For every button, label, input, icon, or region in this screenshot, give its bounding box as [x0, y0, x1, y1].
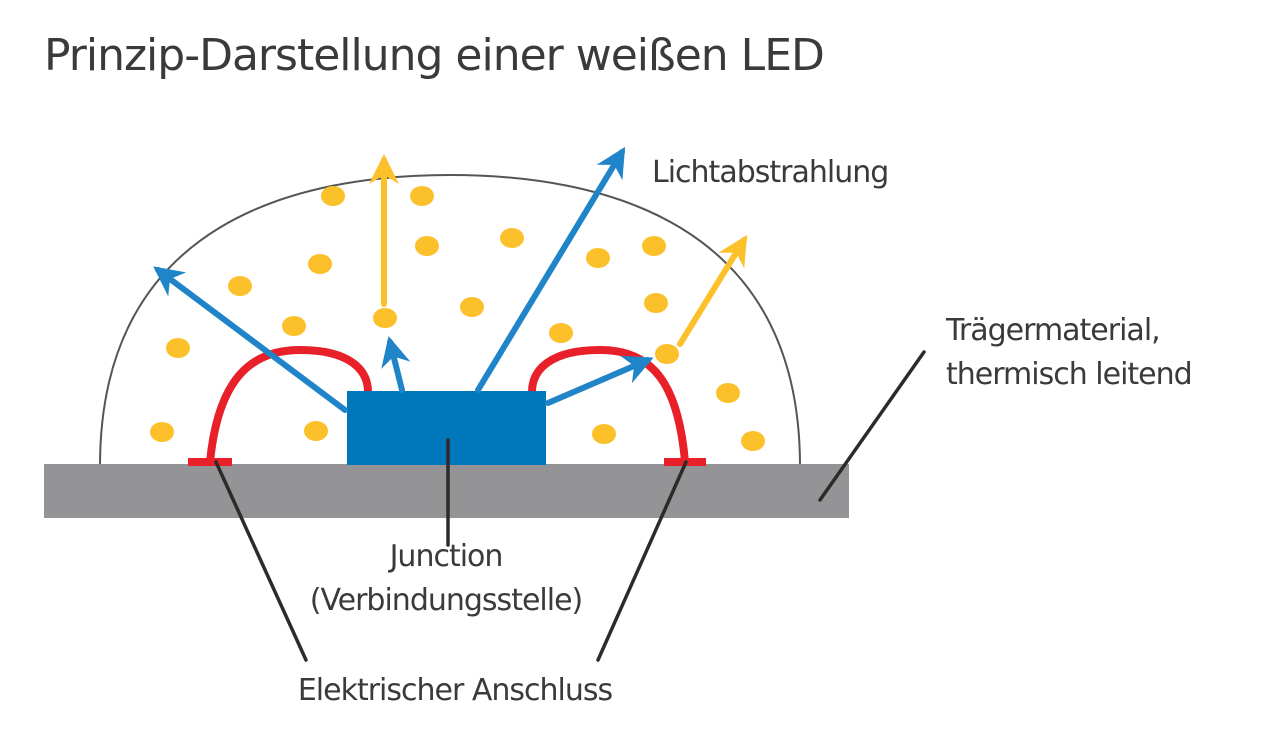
leader-lines	[214, 350, 926, 662]
yellow-ray-right	[677, 234, 748, 347]
blue-ray-upright	[475, 146, 626, 393]
phosphor-particles	[150, 186, 765, 451]
blue-ray-up	[381, 336, 411, 393]
light-rays	[153, 146, 748, 413]
blue-ray-right	[545, 355, 654, 406]
leader-connection-right	[596, 460, 688, 662]
diagram-title: Prinzip-Darstellung einer weißen LED	[44, 30, 825, 81]
blue-ray-left	[153, 266, 348, 413]
label-electrical-connection: Elektrischer Anschluss	[298, 673, 613, 708]
leader-connection-left	[214, 460, 308, 662]
label-junction-line1: Junction	[388, 539, 503, 574]
leader-substrate	[818, 350, 926, 502]
label-junction-line2: (Verbindungsstelle)	[310, 583, 583, 618]
label-substrate-line1: Trägermaterial,	[945, 313, 1160, 348]
label-substrate-line2: thermisch leitend	[946, 357, 1192, 392]
label-light-emission: Lichtabstrahlung	[652, 155, 888, 190]
